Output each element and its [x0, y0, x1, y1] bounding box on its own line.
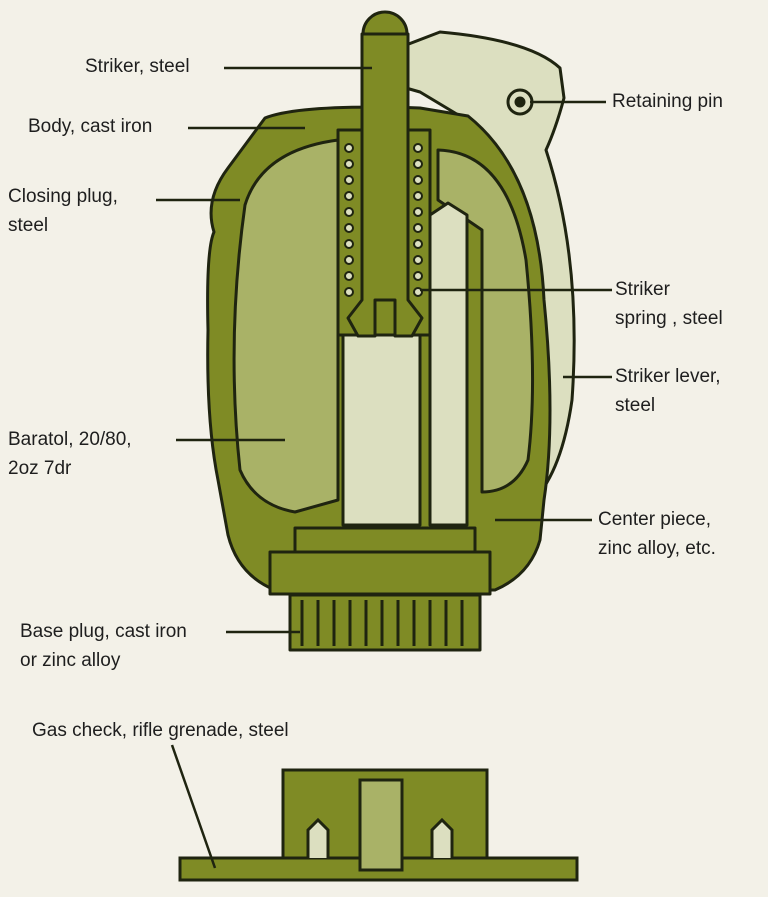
explosive-filling-right: [436, 148, 535, 494]
label-center-piece: Center piece,: [598, 509, 712, 530]
center-tube: [341, 328, 422, 527]
label-baratol: Baratol, 20/80,: [8, 429, 132, 450]
label-striker-lever-2: steel: [615, 395, 656, 416]
label-striker-spring: Striker: [615, 279, 670, 300]
label-gas-check: Gas check, rifle grenade, steel: [32, 720, 289, 741]
center-piece: [293, 526, 477, 554]
label-retaining-pin: Retaining pin: [612, 91, 723, 112]
striker: [346, 32, 424, 338]
detonator: [428, 201, 469, 527]
label-closing-plug: Closing plug,: [8, 186, 118, 207]
label-baratol-2: 2oz 7dr: [8, 458, 72, 479]
label-base-plug-2: or zinc alloy: [20, 650, 121, 671]
explosive-filling-left: [232, 138, 340, 514]
leader-lines: [156, 66, 612, 869]
striker-spring: [344, 143, 423, 297]
label-closing-plug-2: steel: [8, 215, 49, 236]
label-base-plug: Base plug, cast iron: [20, 621, 187, 642]
base-plug: [288, 593, 482, 652]
gas-check: [178, 768, 579, 882]
label-body: Body, cast iron: [28, 116, 153, 137]
label-striker-lever: Striker lever,: [615, 366, 721, 387]
label-center-piece-2: zinc alloy, etc.: [598, 538, 716, 559]
label-striker: Striker, steel: [85, 56, 190, 77]
label-striker-spring-2: spring , steel: [615, 308, 723, 329]
